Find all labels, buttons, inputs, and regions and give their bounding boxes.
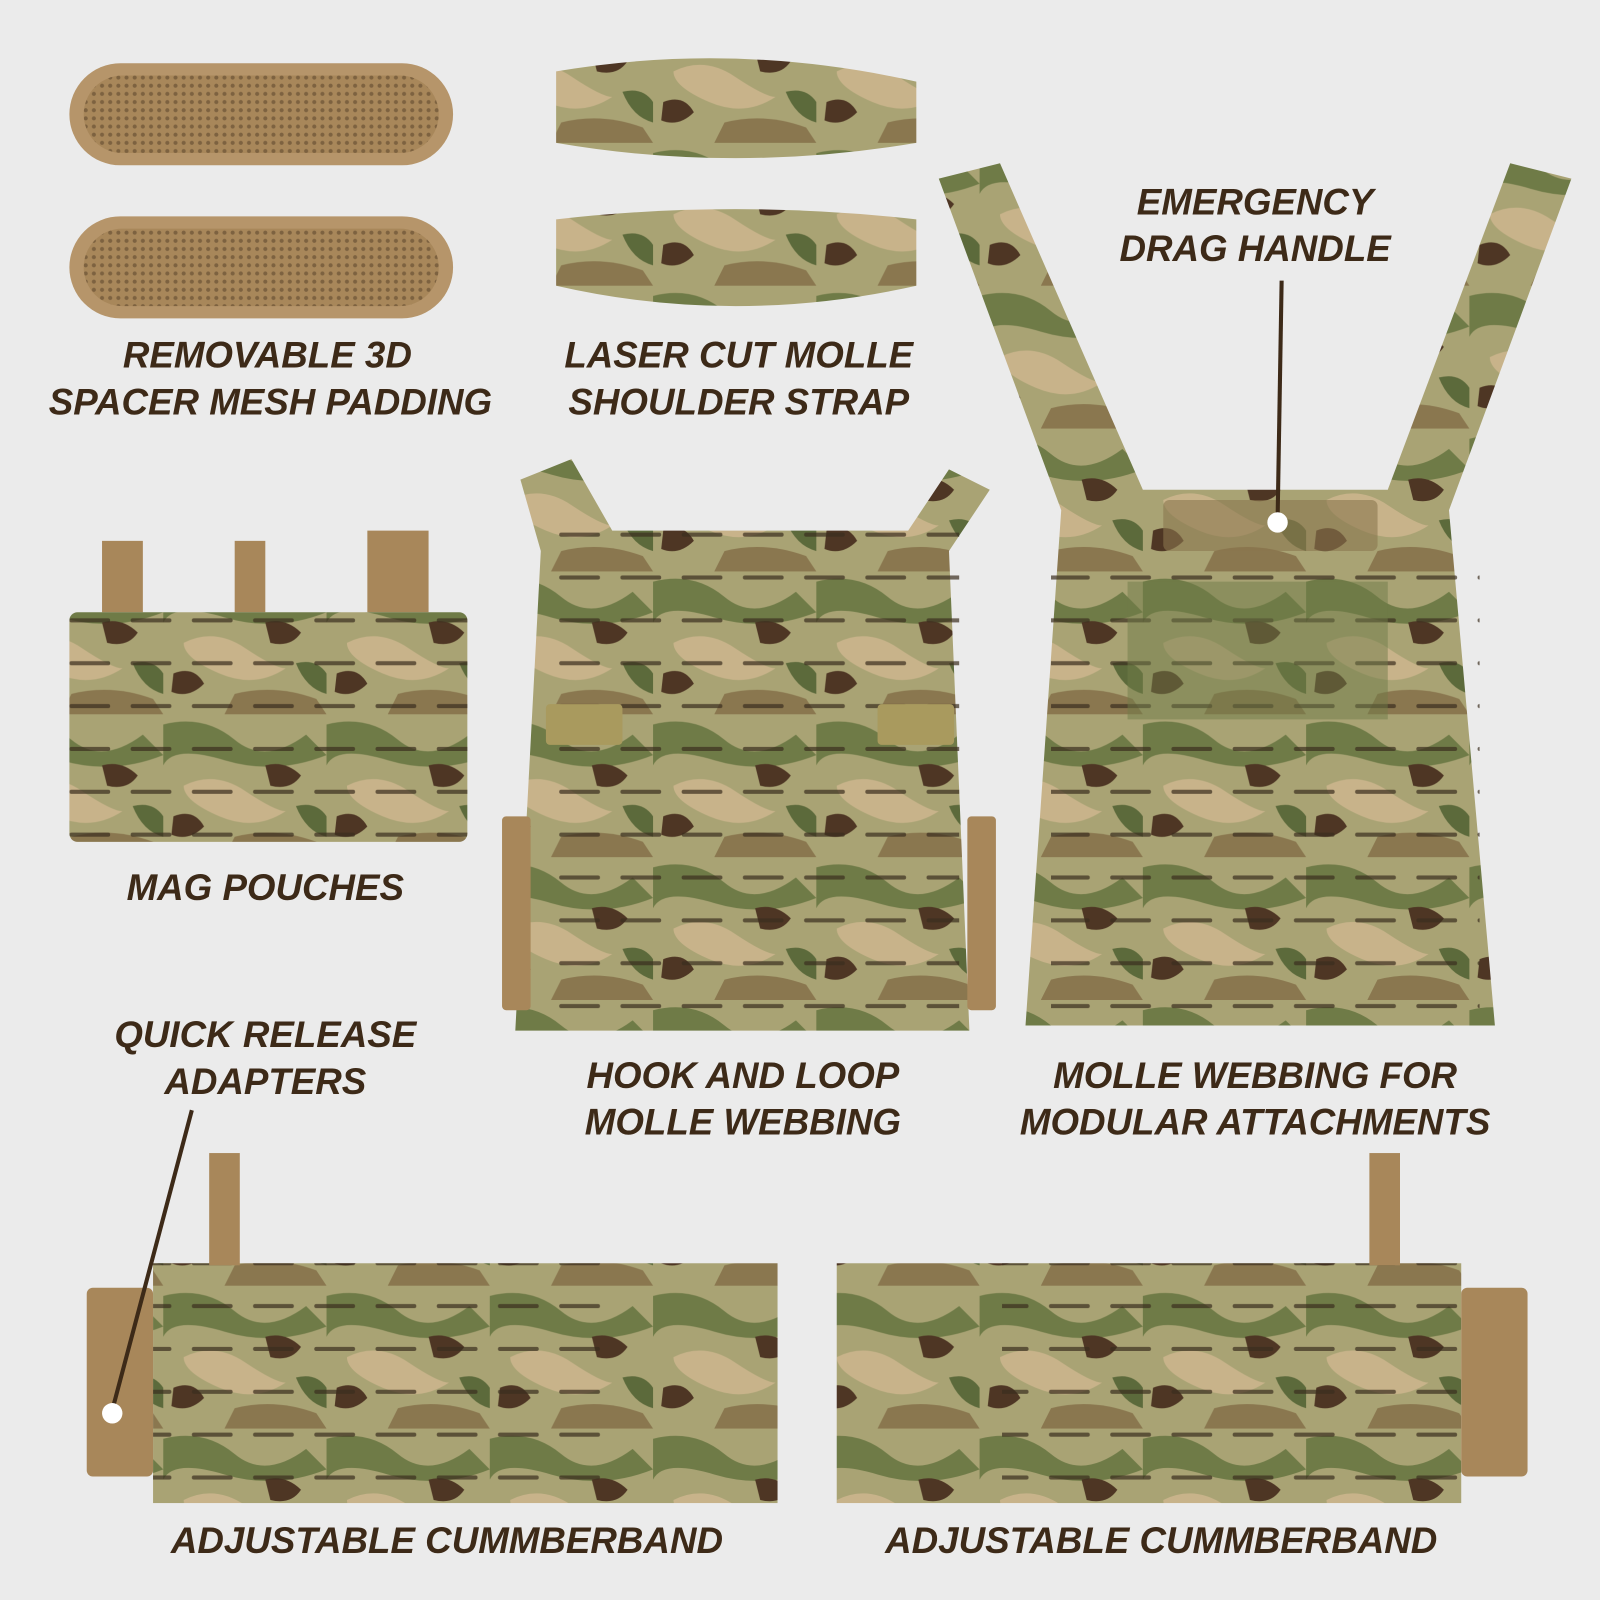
- mesh-padding-image: [69, 63, 454, 319]
- label-cummerband-right: ADJUSTABLE CUMMBERBAND: [884, 1520, 1437, 1561]
- front-plate-carrier-image: [502, 459, 996, 1031]
- back-plate-carrier-image: [938, 163, 1572, 1026]
- drag-handle-callout-dot: [1267, 512, 1288, 533]
- label-cummerband-left: ADJUSTABLE CUMMBERBAND: [170, 1520, 723, 1561]
- shoulder-strap-image: [556, 58, 917, 307]
- cummerband-left-image: [86, 1153, 778, 1504]
- drag-handle-callout-line: [1275, 280, 1284, 523]
- label-mag-pouches: MAG POUCHES: [127, 867, 405, 908]
- quick-release-callout-line: [110, 1109, 194, 1411]
- mag-pouches-image: [69, 530, 468, 842]
- quick-release-callout-dot: [102, 1403, 123, 1424]
- cummerband-right-image: [836, 1153, 1528, 1504]
